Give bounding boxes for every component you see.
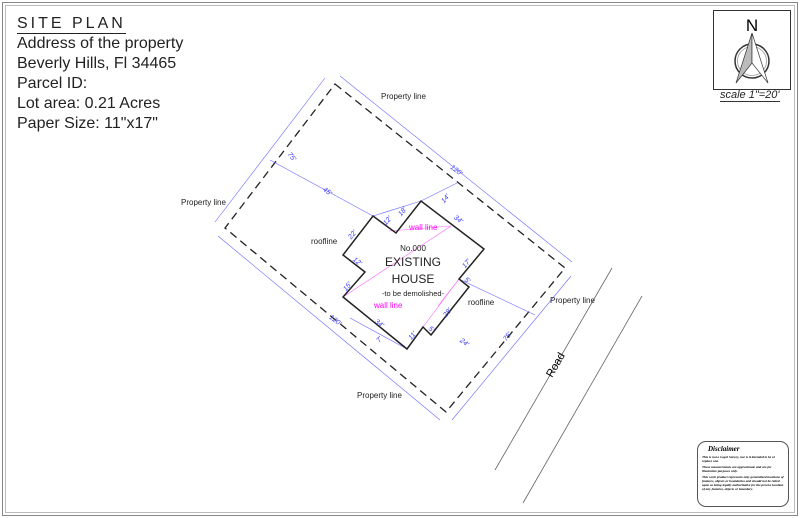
dimension-label: 15'	[342, 281, 354, 293]
dimension-label: 17'	[461, 258, 473, 270]
page-title: SITE PLAN	[17, 15, 126, 34]
house-footprint	[341, 199, 486, 351]
property-line-label: Property line	[550, 296, 595, 305]
disclaimer-text: This is not a Legal Survey, nor is it in…	[702, 455, 776, 463]
disclaimer-text: This work product represents only genera…	[702, 475, 784, 491]
wall-line-label: wall line	[408, 223, 438, 232]
dimension-label: 11'	[407, 330, 418, 342]
house-label-line2: HOUSE	[392, 272, 435, 286]
dimension-label: 75'	[286, 151, 298, 163]
title-block: SITE PLAN Address of the property Beverl…	[17, 14, 183, 134]
dimension-label: 45'	[321, 186, 333, 198]
property-boundary	[224, 83, 566, 413]
road-label: Road	[544, 351, 568, 380]
wall-lines	[342, 225, 460, 328]
page-inner-border	[5, 5, 795, 513]
dimension-lines	[214, 75, 573, 421]
road-edge	[522, 295, 643, 504]
north-arrow-icon: N	[734, 16, 770, 84]
disclaimer-box: Disclaimer This is not a Legal Survey, n…	[697, 441, 789, 507]
dimension-label: 34'	[452, 214, 464, 226]
dimension-label: 12'	[382, 215, 394, 227]
dimension-label: 75'	[502, 331, 514, 343]
dimension-label: 7'	[375, 335, 384, 344]
wall-line-label: wall line	[373, 301, 403, 310]
dimension-label: 18'	[397, 206, 409, 218]
lot-area: Lot area: 0.21 Acres	[17, 95, 161, 112]
dimension-label: 24'	[457, 337, 470, 349]
dimension-label: 22'	[347, 229, 359, 242]
city-line: Beverly Hills, Fl 34465	[17, 55, 177, 72]
house-label-line1: EXISTING	[385, 255, 441, 269]
north-arrow: N	[713, 10, 791, 90]
roofline-label: roofline	[311, 237, 338, 246]
house-note: -to be demolished-	[382, 289, 445, 298]
house-number: No.000	[400, 244, 426, 253]
property-line-label: Property line	[181, 198, 226, 207]
dimension-label: 120'	[328, 314, 343, 328]
roofline-label: roofline	[468, 298, 495, 307]
dimension-label: 12'	[351, 256, 363, 268]
disclaimer-text: These measurements are approximate and a…	[702, 465, 772, 473]
scale-label: scale 1"=20'	[720, 89, 780, 102]
north-label: N	[746, 16, 758, 35]
dimension-label: 5'	[427, 325, 436, 334]
dimension-label: 5'	[463, 276, 472, 285]
dimension-label: 14'	[440, 193, 452, 205]
property-line-label: Property line	[357, 391, 402, 400]
dimension-label: 34'	[373, 318, 385, 330]
address-line: Address of the property	[17, 35, 184, 52]
property-line-label: Property line	[381, 92, 426, 101]
disclaimer-title: Disclaimer	[708, 445, 740, 453]
road-edge	[494, 267, 613, 471]
paper-size: Paper Size: 11"x17"	[17, 115, 158, 132]
parcel-id: Parcel ID:	[17, 75, 88, 92]
